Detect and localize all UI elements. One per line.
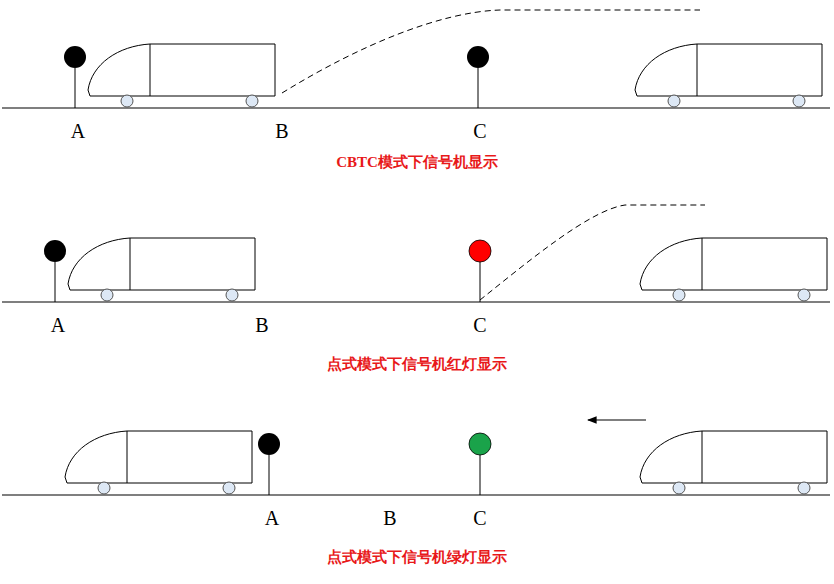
signal-lamp-red bbox=[469, 240, 491, 262]
track bbox=[2, 107, 830, 108]
point-label: A bbox=[71, 120, 85, 142]
track bbox=[2, 301, 830, 302]
train bbox=[68, 238, 255, 301]
train bbox=[65, 431, 252, 494]
train bbox=[88, 44, 275, 107]
signal-lamp-green bbox=[469, 433, 491, 455]
signal-pole bbox=[480, 455, 481, 495]
movement-authority bbox=[282, 10, 700, 93]
panel-caption: 点式模式下信号机红灯显示 bbox=[327, 356, 507, 373]
point-label: A bbox=[51, 314, 65, 336]
panel-caption: CBTC模式下信号机显示 bbox=[336, 154, 498, 171]
point-label: A bbox=[265, 507, 279, 529]
signal-lamp bbox=[258, 433, 280, 455]
point-label: C bbox=[473, 507, 486, 529]
point-label: B bbox=[275, 120, 288, 142]
signal-pole bbox=[75, 68, 76, 108]
point-label: C bbox=[473, 120, 486, 142]
signal-pole bbox=[55, 262, 56, 302]
movement-authority bbox=[480, 205, 705, 300]
track bbox=[2, 494, 830, 495]
train bbox=[635, 44, 822, 107]
signal-lamp bbox=[64, 46, 86, 68]
signal-pole bbox=[269, 455, 270, 495]
point-label: C bbox=[473, 314, 486, 336]
signal-pole bbox=[480, 262, 481, 302]
panel-caption: 点式模式下信号机绿灯显示 bbox=[327, 549, 507, 566]
point-label: B bbox=[255, 314, 268, 336]
train bbox=[640, 431, 827, 494]
signal-pole bbox=[478, 68, 479, 108]
signal-lamp bbox=[44, 240, 66, 262]
point-label: B bbox=[383, 507, 396, 529]
signal-lamp bbox=[467, 46, 489, 68]
train bbox=[640, 238, 827, 301]
direction-arrow bbox=[588, 419, 646, 420]
